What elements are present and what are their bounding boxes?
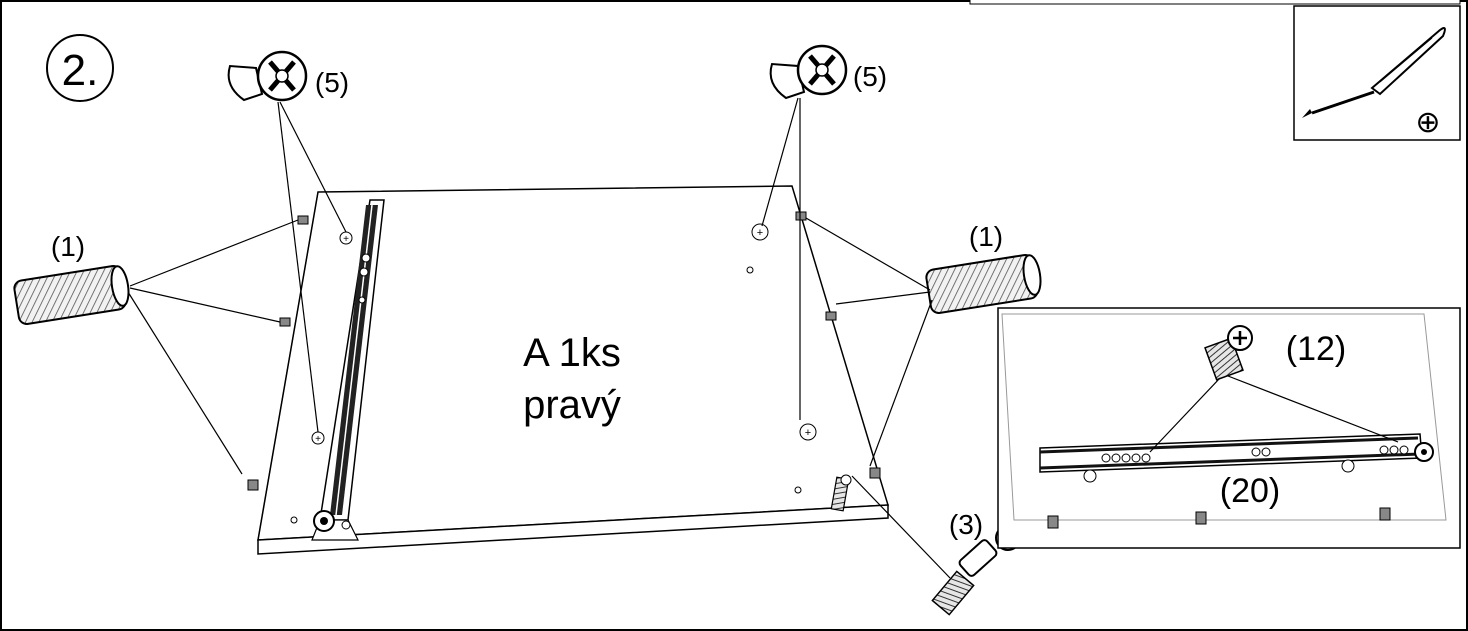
svg-text:+: + [805, 427, 811, 439]
cam-screw-heads: + + + + [290, 223, 817, 524]
label-dowel-right: (1) [969, 221, 1003, 252]
dowel-right [925, 253, 1042, 315]
drawer-rail [311, 199, 385, 541]
label-rail: (20) [1220, 472, 1280, 510]
phillips-screwdriver-icon [1302, 27, 1446, 118]
svg-text:+: + [315, 434, 321, 445]
header-strip [969, 0, 1461, 5]
label-dowel-left: (1) [51, 231, 85, 262]
bolt-installed [830, 474, 852, 512]
label-screw: (12) [1286, 330, 1346, 368]
leader-lines-right-dowel [805, 217, 933, 467]
step-number: 2. [62, 46, 99, 95]
cam-lock-right [769, 44, 848, 100]
board-a [257, 185, 889, 555]
cam-lock-left [227, 50, 308, 102]
svg-text:+: + [757, 227, 763, 239]
leader-lines-left-dowel [127, 219, 299, 475]
label-cam-right: (5) [853, 61, 887, 92]
euro-screw [1149, 325, 1399, 453]
phillips-symbol: ⊕ [1415, 106, 1440, 139]
label-bolt: (3) [949, 509, 983, 540]
step-indicator: 2. [46, 34, 114, 102]
label-cam-left: (5) [315, 67, 349, 98]
tool-box: ⊕ [1293, 5, 1461, 141]
board-side: pravý [523, 383, 621, 427]
leader-lines-right-cam [761, 97, 801, 420]
svg-text:+: + [343, 234, 349, 245]
dowel-left [13, 264, 130, 326]
board-name: A 1ks [523, 331, 621, 375]
leader-lines-left-cam [277, 101, 347, 433]
